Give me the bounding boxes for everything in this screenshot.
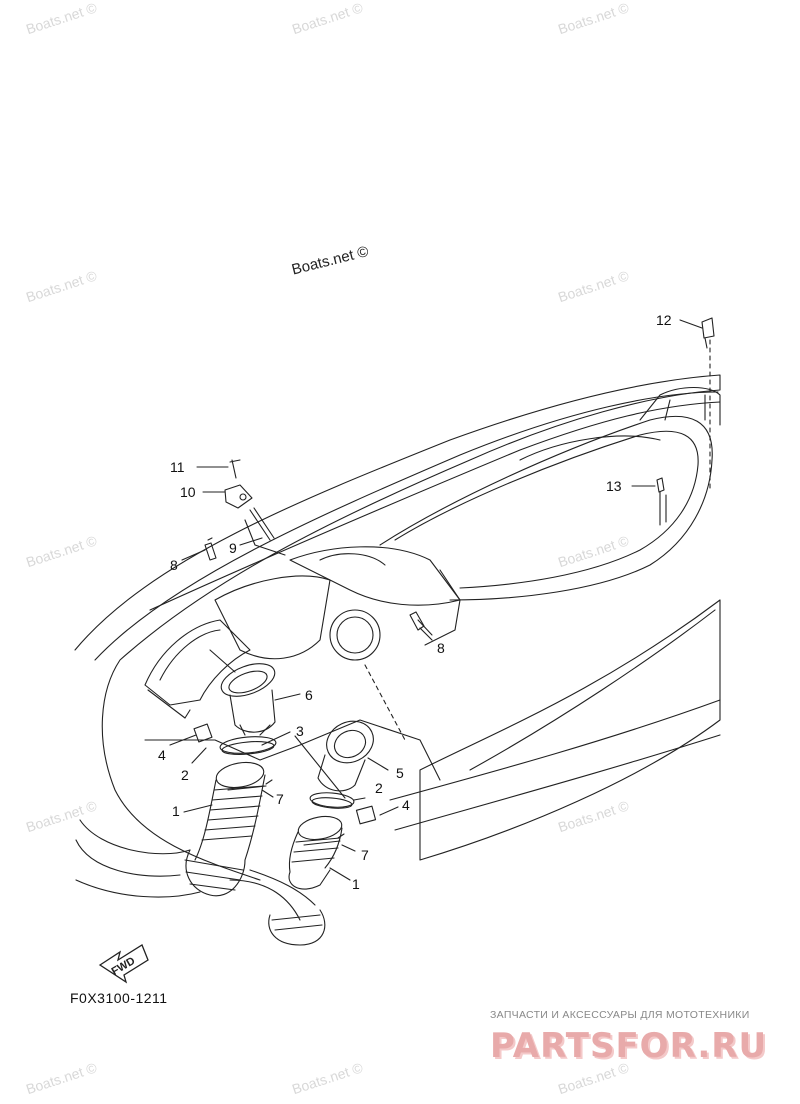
- callout-9[interactable]: 9: [229, 540, 237, 556]
- part-12-fitting: [701, 317, 715, 349]
- front-hatch-lip: [147, 689, 191, 719]
- hull-outline: [74, 374, 721, 881]
- part-2-clamp-b: [309, 792, 355, 809]
- hull-side-lower: [79, 819, 191, 855]
- part-13-fitting: [656, 477, 667, 526]
- hose-area: [144, 719, 441, 781]
- sponson-right-inner: [469, 609, 716, 771]
- callout-10[interactable]: 10: [180, 484, 196, 500]
- callout-7a[interactable]: 7: [276, 791, 284, 807]
- bulkhead-top: [289, 546, 461, 606]
- diagram-code: F0X3100-1211: [70, 990, 168, 1006]
- part-4-clip-a: [193, 723, 213, 743]
- part-11-fitting: [229, 459, 241, 479]
- callout-5[interactable]: 5: [396, 765, 404, 781]
- front-hatch: [159, 629, 221, 681]
- sponson-lower-2: [394, 734, 721, 831]
- sponson-lower: [389, 699, 721, 801]
- callout-11[interactable]: 11: [170, 459, 185, 475]
- part-1-hose-a: [184, 761, 326, 946]
- fwd-label: FWD: [110, 955, 138, 978]
- callout-8b[interactable]: 8: [437, 640, 445, 656]
- seat-tray: [519, 435, 661, 461]
- part-10-cap: [224, 484, 253, 509]
- part-9-tube: [249, 507, 275, 541]
- rear-rail-2: [664, 394, 706, 421]
- callout-4a[interactable]: 4: [158, 747, 166, 763]
- callout-1a[interactable]: 1: [172, 803, 180, 819]
- callout-2b[interactable]: 2: [375, 780, 383, 796]
- gunwale-line: [149, 401, 721, 611]
- callout-4b[interactable]: 4: [402, 797, 410, 813]
- part-6-duct: [220, 663, 276, 736]
- part-8-vent-a: [204, 537, 217, 561]
- fwd-arrow: [98, 944, 149, 984]
- front-hatch-frame: [144, 619, 251, 706]
- rear-rail: [639, 387, 721, 426]
- callout-7b[interactable]: 7: [361, 847, 369, 863]
- promo-logo-shadow: PARTSFOR.RU: [492, 1028, 769, 1067]
- part-5-duct: [317, 720, 374, 792]
- deck-rear-inner: [394, 430, 699, 589]
- callout-3[interactable]: 3: [296, 723, 304, 739]
- vent-guide-line: [364, 664, 406, 741]
- part-1-hose-b: [288, 815, 343, 890]
- bulkhead-side: [424, 569, 461, 646]
- part-8-vent-b: [409, 611, 433, 636]
- callout-2a[interactable]: 2: [181, 767, 189, 783]
- callout-13[interactable]: 13: [606, 478, 622, 494]
- part-2-clamp-a: [219, 736, 277, 755]
- promo-logo[interactable]: PARTSFOR.RU PARTSFOR.RU: [488, 1021, 788, 1067]
- promo-logo-text: PARTSFOR.RU: [490, 1026, 767, 1066]
- callout-6[interactable]: 6: [305, 687, 313, 703]
- sponson-right: [419, 599, 721, 861]
- hull-bow: [75, 839, 201, 898]
- callout-1b[interactable]: 1: [352, 876, 360, 892]
- callout-12[interactable]: 12: [656, 312, 672, 328]
- part-4-clip-b: [355, 805, 377, 825]
- hull-outline-inner: [94, 391, 719, 661]
- deck-rear: [379, 415, 713, 601]
- callout-8a[interactable]: 8: [170, 557, 178, 573]
- bulkhead-plate: [214, 575, 331, 660]
- promo-tagline: ЗАПЧАСТИ И АКСЕССУАРЫ ДЛЯ МОТОТЕХНИКИ: [490, 1009, 750, 1021]
